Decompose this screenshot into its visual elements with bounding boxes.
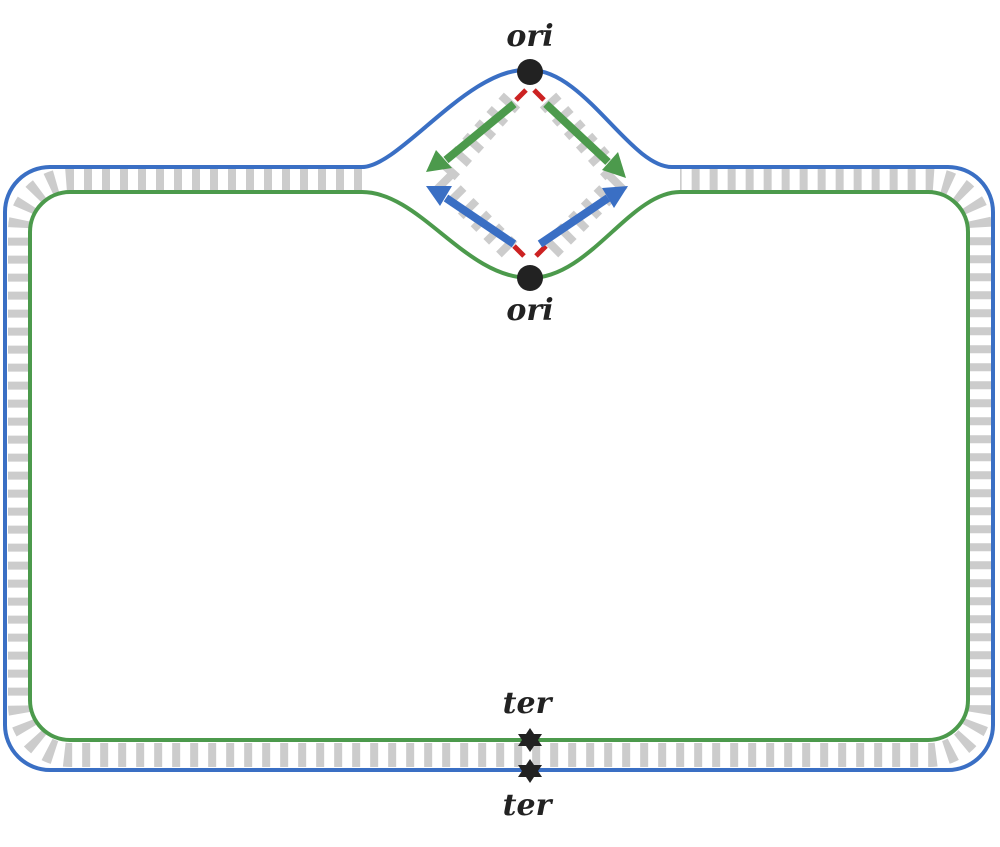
ter-top-label: ter (503, 686, 554, 721)
green-arrow-left-head (426, 150, 452, 172)
blue-arrow-left-shaft (443, 194, 517, 248)
nascent-blue-arrows (426, 186, 628, 248)
rung-fork-left-arm (424, 92, 521, 260)
terminus-top-star (518, 728, 542, 752)
outer-strand (3, 67, 995, 772)
origin-bottom-dot (517, 265, 543, 291)
ter-bottom-label: ter (503, 788, 554, 823)
blue-arrow-right-shaft (537, 194, 611, 248)
terminus-bottom-star (518, 759, 542, 783)
blue-arrow-right-head (602, 186, 628, 208)
nascent-green-arrows (426, 100, 626, 178)
rung-ring (8, 168, 992, 767)
green-arrow-right-head (602, 152, 626, 178)
primer-bottom-right (534, 244, 548, 258)
green-arrow-right-shaft (543, 101, 611, 165)
primer-top-left (514, 88, 528, 102)
origin-top-dot (517, 59, 543, 85)
green-arrow-left-shaft (443, 100, 517, 164)
base-pair-rungs (8, 92, 992, 767)
primer-bottom-left (512, 244, 526, 258)
blue-arrow-left-head (426, 186, 452, 206)
primers (512, 88, 548, 258)
inner-strand (28, 190, 970, 742)
ori-bottom-label: ori (506, 293, 553, 328)
ori-top-label: ori (506, 19, 553, 54)
primer-top-right (532, 88, 546, 102)
